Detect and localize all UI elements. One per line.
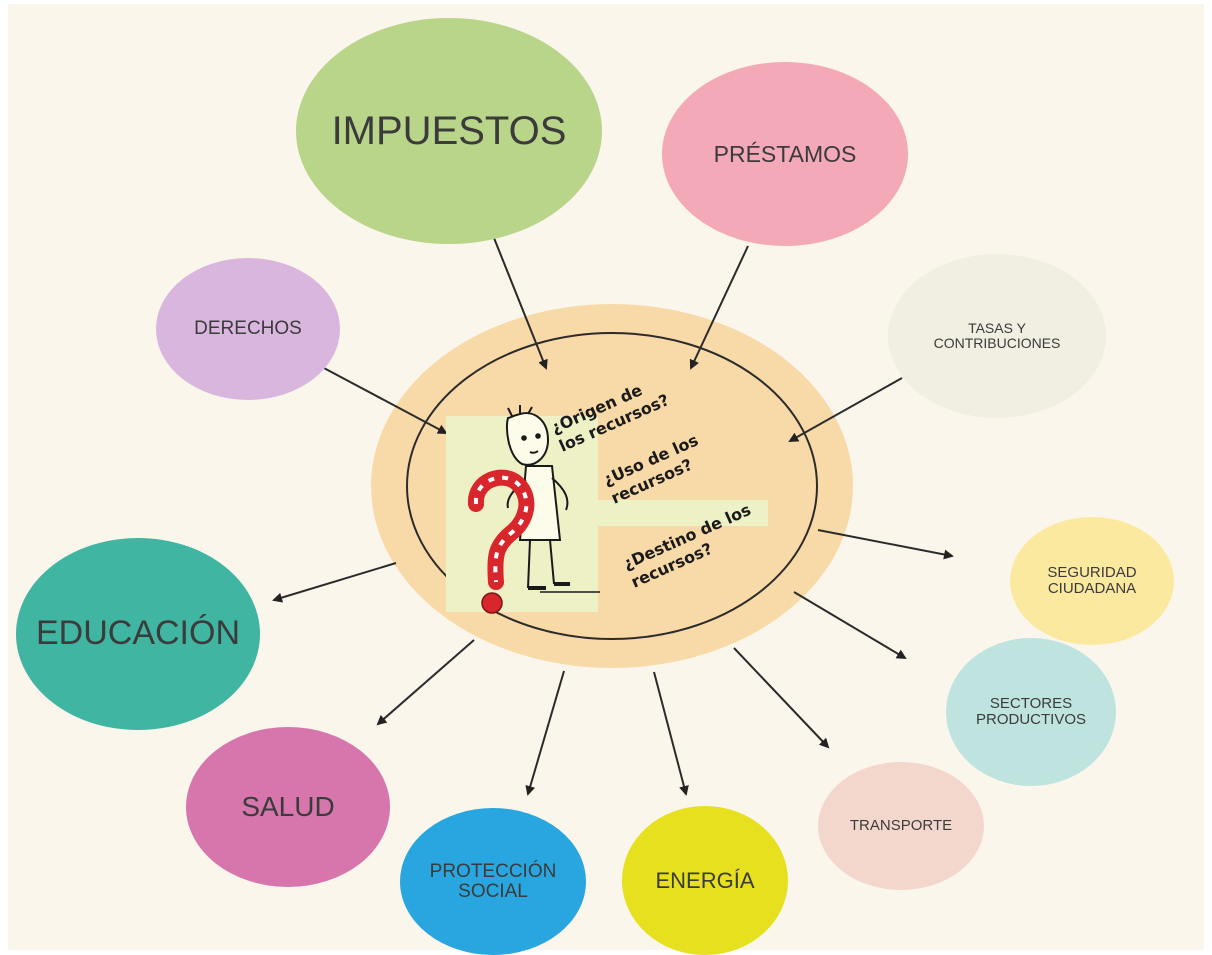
bubble-educacion: EDUCACIÓN xyxy=(16,538,260,730)
bubble-transporte: TRANSPORTE xyxy=(818,762,984,890)
arrow-impuestos-to-core xyxy=(493,237,548,370)
prestamos-label: PRÉSTAMOS xyxy=(713,140,857,167)
bubble-seguridad: SEGURIDAD CIUDADANA xyxy=(1010,517,1174,645)
bubble-salud: SALUD xyxy=(186,727,390,887)
bubble-tasas: TASAS Y CONTRIBUCIONES xyxy=(888,254,1106,418)
tasas-label: TASAS Y CONTRIBUCIONES xyxy=(933,320,1061,351)
arrow-prestamos-to-core xyxy=(689,245,749,370)
bubble-derechos: DERECHOS xyxy=(156,258,340,400)
sectores-label: SECTORES PRODUCTIVOS xyxy=(975,695,1086,728)
bubble-impuestos: IMPUESTOS xyxy=(296,18,602,244)
arrow-core-to-transporte xyxy=(733,647,830,749)
arrow-core-to-energia xyxy=(653,671,689,796)
bubble-sectores: SECTORES PRODUCTIVOS xyxy=(946,638,1116,786)
arrow-derechos-to-core xyxy=(321,366,448,434)
derechos-label: DERECHOS xyxy=(194,318,302,340)
arrow-core-to-educacion xyxy=(272,562,397,603)
bubble-prestamos: PRÉSTAMOS xyxy=(662,62,908,246)
center-illustration xyxy=(446,405,768,614)
proteccion-label: PROTECCIÓN SOCIAL xyxy=(429,860,557,902)
educacion-label: EDUCACIÓN xyxy=(35,614,241,653)
thinking-person-icon xyxy=(505,405,600,593)
impuestos-label: IMPUESTOS xyxy=(331,109,567,153)
bubble-proteccion: PROTECCIÓN SOCIAL xyxy=(400,808,586,955)
question-mark-icon xyxy=(468,469,535,614)
arrow-tasas-to-core xyxy=(788,377,903,442)
energia-label: ENERGÍA xyxy=(655,867,755,893)
arrow-core-to-sectores xyxy=(793,591,907,660)
salud-label: SALUD xyxy=(241,791,335,823)
arrow-core-to-salud xyxy=(376,639,475,726)
arrow-core-to-seguridad xyxy=(817,529,954,560)
transporte-label: TRANSPORTE xyxy=(849,817,953,835)
seguridad-label: SEGURIDAD CIUDADANA xyxy=(1047,564,1137,597)
illustration-bar xyxy=(596,500,768,526)
arrow-core-to-proteccion xyxy=(525,670,565,796)
bubble-energia: ENERGÍA xyxy=(622,806,788,955)
